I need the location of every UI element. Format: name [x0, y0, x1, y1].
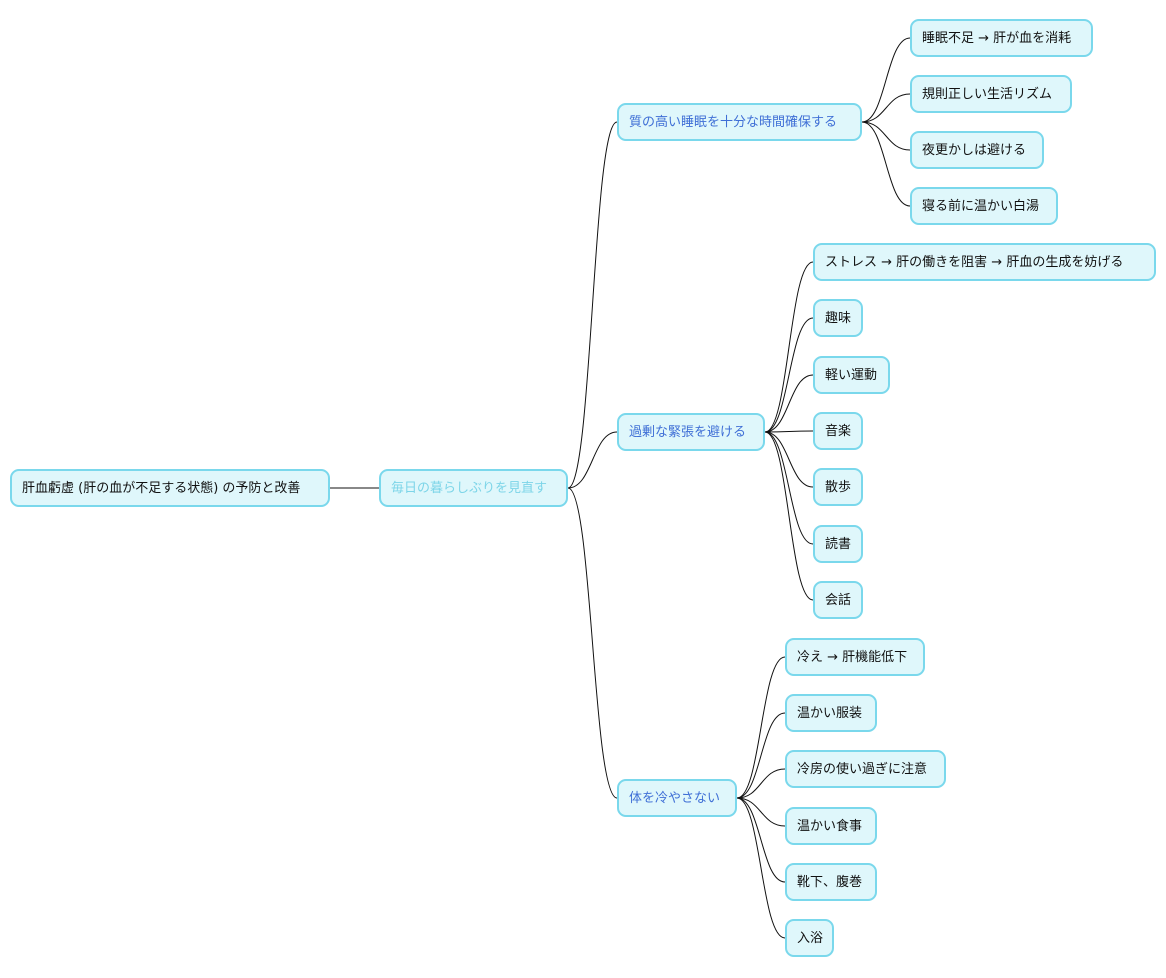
leaf-node[interactable]: 夜更かしは避ける — [910, 131, 1044, 169]
connector-line — [861, 121, 911, 207]
connector-line — [567, 121, 618, 489]
leaf-node[interactable]: 睡眠不足 → 肝が血を消耗 — [910, 19, 1093, 57]
connector-line — [861, 93, 911, 123]
leaf-node[interactable]: 趣味 — [813, 299, 863, 337]
connector-line — [861, 121, 911, 151]
connector-line — [764, 317, 814, 433]
connector-line — [567, 431, 618, 489]
leaf-node[interactable]: 温かい服装 — [785, 694, 877, 732]
connector-line — [736, 656, 786, 799]
connector-line — [764, 431, 814, 488]
leaf-node[interactable]: 軽い運動 — [813, 356, 890, 394]
leaf-node[interactable]: 音楽 — [813, 412, 863, 450]
connector-line — [736, 768, 786, 799]
leaf-node[interactable]: 冷房の使い過ぎに注意 — [785, 750, 946, 788]
branch-stress-node[interactable]: 過剰な緊張を避ける — [617, 413, 765, 451]
leaf-node[interactable]: 会話 — [813, 581, 863, 619]
connector-line — [764, 261, 814, 433]
leaf-node[interactable]: 規則正しい生活リズム — [910, 75, 1072, 113]
connector-line — [736, 797, 786, 883]
leaf-node[interactable]: 入浴 — [785, 919, 834, 957]
branch-cold-node[interactable]: 体を冷やさない — [617, 779, 737, 817]
leaf-node[interactable]: 散歩 — [813, 468, 863, 506]
root-node[interactable]: 肝血虧虚 (肝の血が不足する状態) の予防と改善 — [10, 469, 330, 507]
leaf-node[interactable]: ストレス → 肝の働きを阻害 → 肝血の生成を妨げる — [813, 243, 1156, 281]
leaf-node[interactable]: 読書 — [813, 525, 863, 563]
leaf-node[interactable]: 寝る前に温かい白湯 — [910, 187, 1058, 225]
connector-line — [567, 487, 618, 799]
connector-line — [736, 797, 786, 939]
connector-line — [764, 431, 814, 545]
connector-line — [736, 797, 786, 827]
leaf-node[interactable]: 冷え → 肝機能低下 — [785, 638, 925, 676]
leaf-node[interactable]: 温かい食事 — [785, 807, 877, 845]
connector-line — [736, 712, 786, 799]
leaf-node[interactable]: 靴下、腹巻 — [785, 863, 877, 901]
connector-line — [764, 431, 814, 601]
main-topic-node[interactable]: 毎日の暮らしぶりを見直す — [379, 469, 568, 507]
branch-sleep-node[interactable]: 質の高い睡眠を十分な時間確保する — [617, 103, 862, 141]
connector-line — [764, 430, 814, 433]
connector-line — [861, 37, 911, 123]
connector-line — [764, 374, 814, 433]
